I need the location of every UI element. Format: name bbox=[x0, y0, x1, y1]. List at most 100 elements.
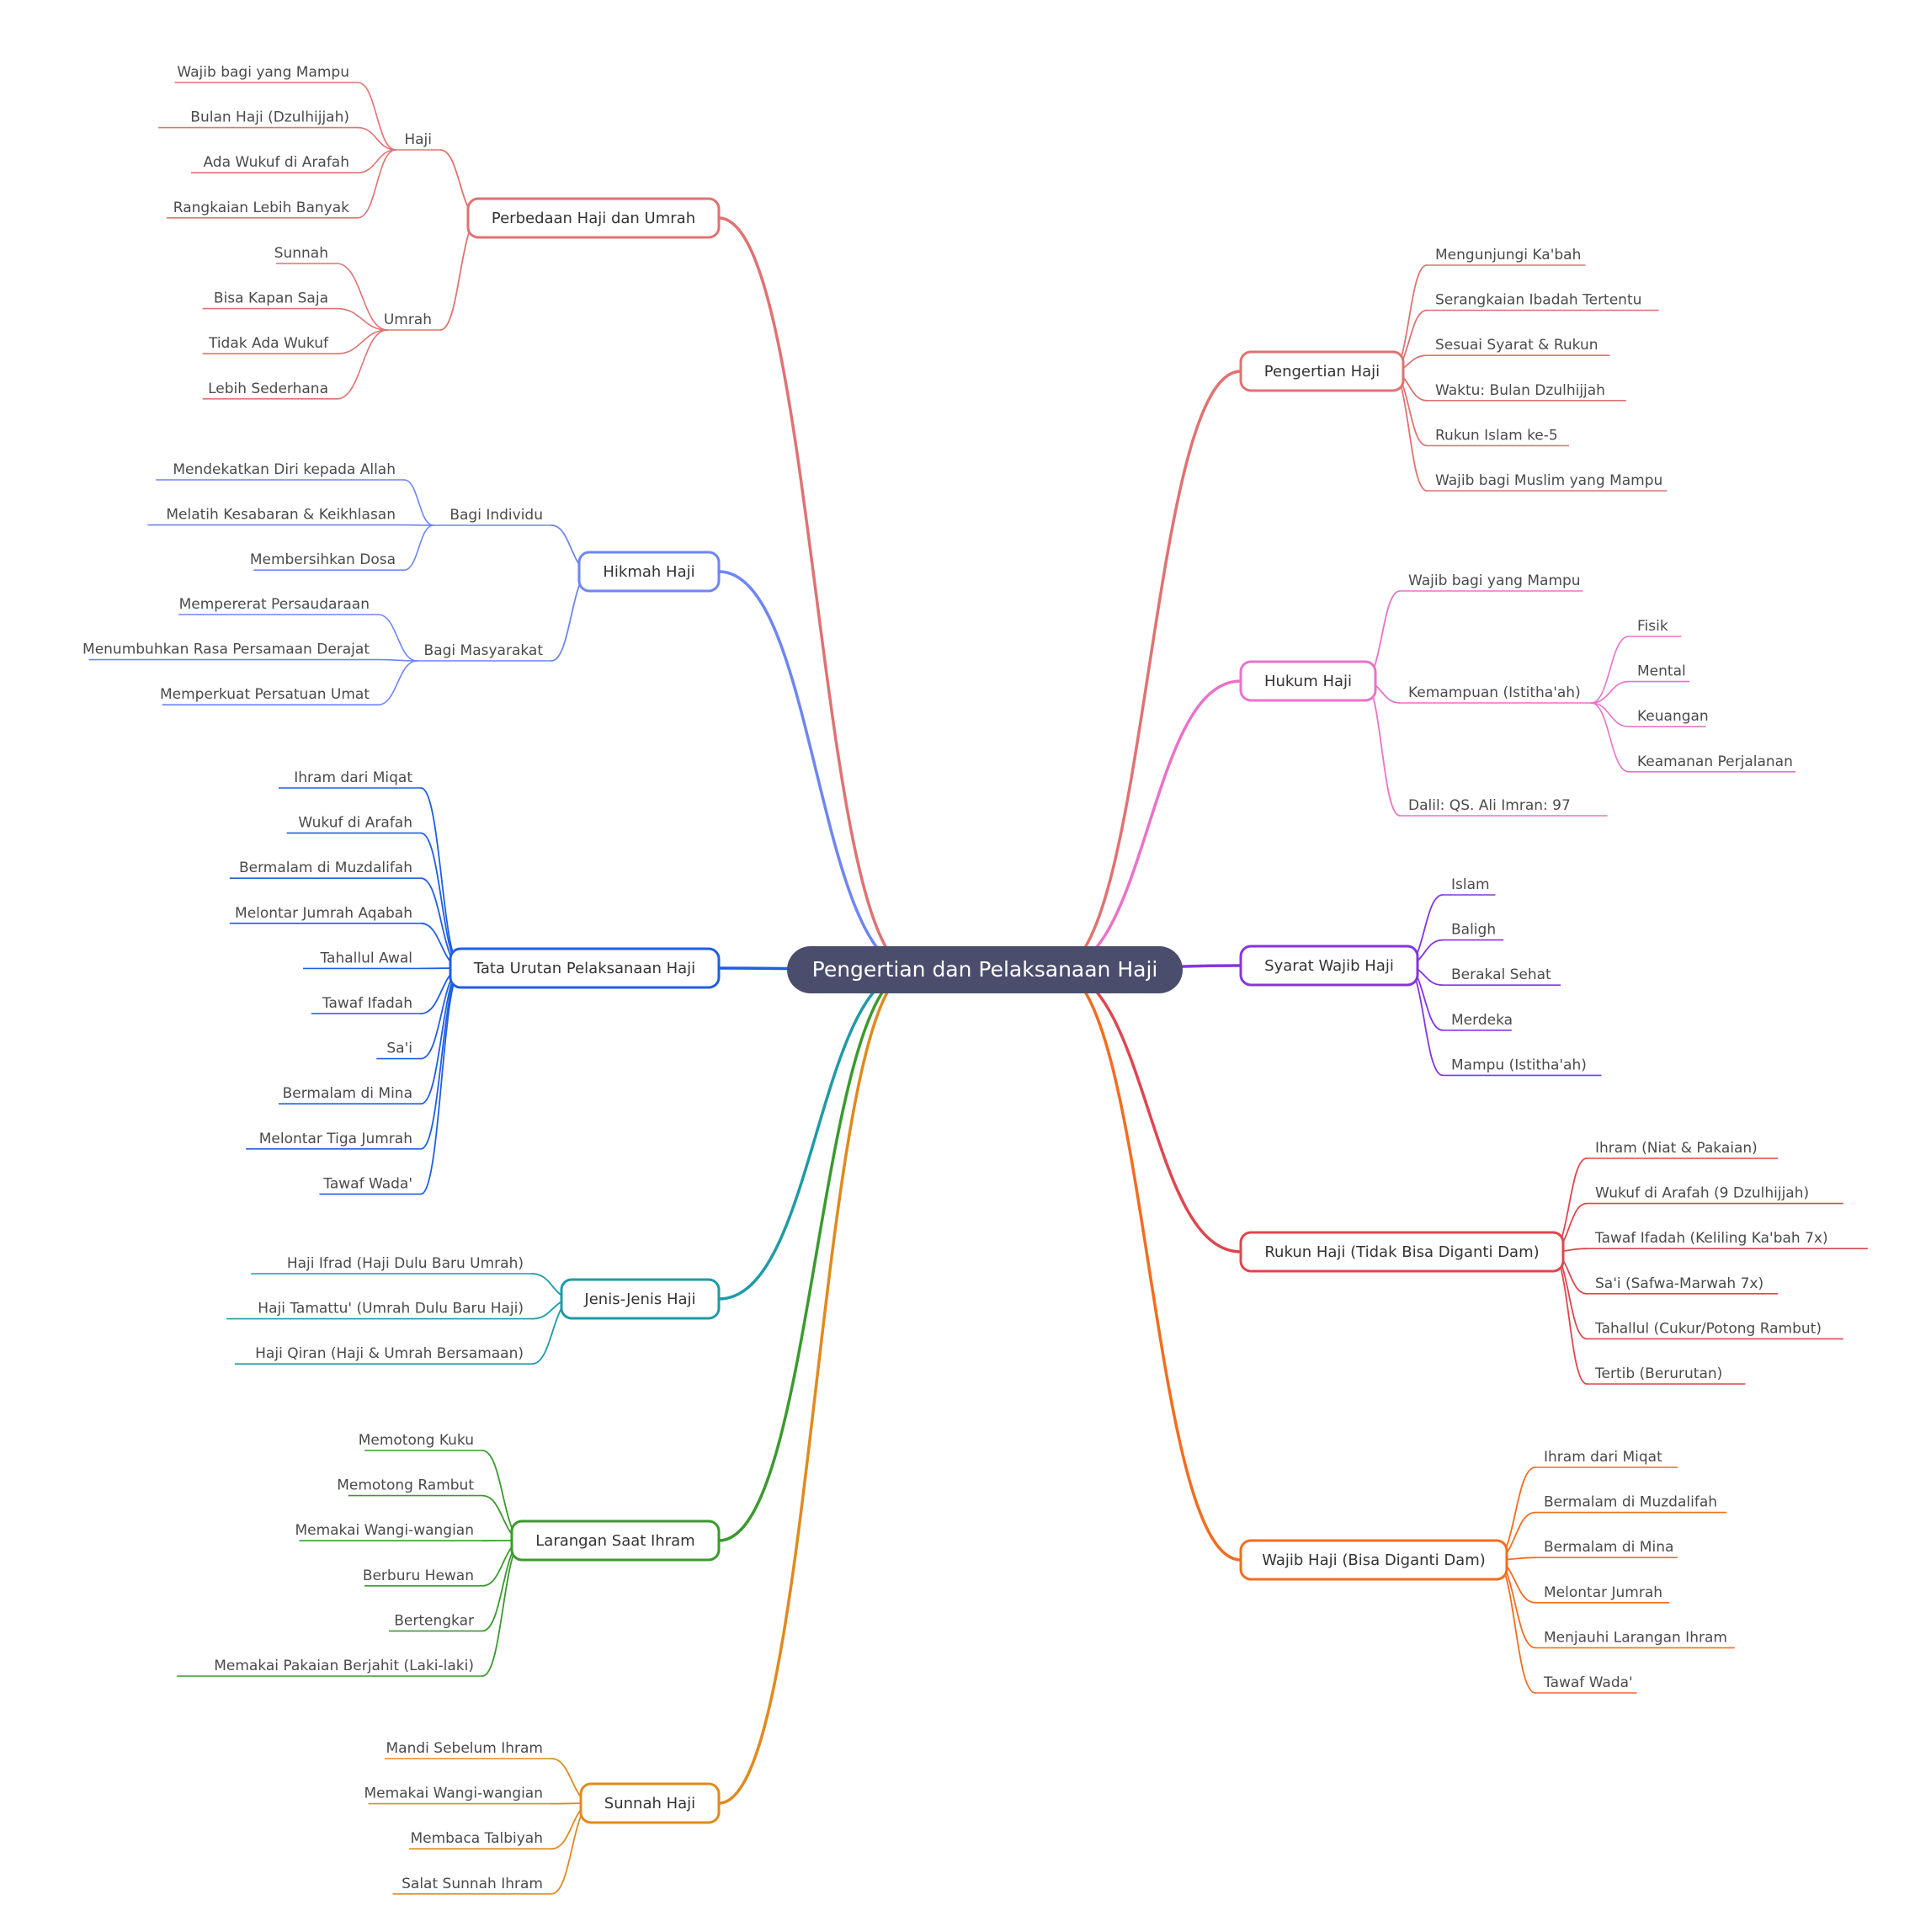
branch-syarat-wajib-haji[interactable]: Syarat Wajib Haji bbox=[1239, 945, 1419, 987]
leaf-tidak-ada-wukuf: Tidak Ada Wukuf bbox=[208, 335, 329, 352]
branch-pengertian-haji[interactable]: Pengertian Haji bbox=[1239, 350, 1405, 392]
sub-branch-bagi-individu: Bagi Individu bbox=[449, 507, 543, 524]
leaf-ada-wukuf-di-arafah: Ada Wukuf di Arafah bbox=[203, 154, 349, 171]
branch-label: Perbedaan Haji dan Umrah bbox=[492, 210, 695, 227]
leaf-memperkuat-persatuan-umat: Memperkuat Persatuan Umat bbox=[160, 686, 370, 703]
leaf-sa-i-safwa-marwah-7x: Sa'i (Safwa-Marwah 7x) bbox=[1595, 1275, 1763, 1292]
leaf-melontar-jumrah: Melontar Jumrah bbox=[1544, 1584, 1662, 1601]
branch-box bbox=[466, 197, 721, 239]
leaf-islam: Islam bbox=[1451, 876, 1490, 893]
branch-sunnah-haji[interactable]: Sunnah Haji bbox=[579, 1782, 721, 1824]
leaf-wajib-bagi-muslim-yang-mampu: Wajib bagi Muslim yang Mampu bbox=[1435, 472, 1662, 489]
branch-box bbox=[579, 1782, 721, 1824]
branch-hikmah-haji[interactable]: Hikmah Haji bbox=[577, 551, 721, 593]
connector-line bbox=[357, 149, 397, 173]
branch-label: Pengertian Haji bbox=[1264, 363, 1380, 381]
root-node[interactable]: Pengertian dan Pelaksanaan Haji bbox=[787, 946, 1183, 993]
connector-line bbox=[403, 479, 434, 526]
connector-line bbox=[717, 216, 915, 971]
leaf-sunnah: Sunnah bbox=[274, 245, 328, 262]
leaf-mempererat-persaudaraan: Mempererat Persaudaraan bbox=[179, 596, 370, 613]
leaf-ihram-dari-miqat: Ihram dari Miqat bbox=[1544, 1449, 1662, 1466]
leaf-haji-qiran-haji-umrah-bersamaan: Haji Qiran (Haji & Umrah Bersamaan) bbox=[255, 1345, 524, 1362]
leaf-mengunjungi-ka-bah: Mengunjungi Ka'bah bbox=[1435, 247, 1581, 263]
leaf-memakai-wangi-wangian: Memakai Wangi-wangian bbox=[295, 1522, 474, 1539]
leaf-wukuf-di-arafah-9-dzulhijjah: Wukuf di Arafah (9 Dzulhijjah) bbox=[1595, 1185, 1809, 1202]
leaf-berakal-sehat: Berakal Sehat bbox=[1451, 966, 1551, 983]
branch-box bbox=[1239, 1539, 1508, 1581]
leaf-bulan-haji-dzulhijjah: Bulan Haji (Dzulhijjah) bbox=[190, 109, 349, 126]
leaf-dalil-qs-ali-imran-97: Dalil: QS. Ali Imran: 97 bbox=[1408, 797, 1571, 814]
leaf-tawaf-ifadah-keliling-ka-bah-7x: Tawaf Ifadah (Keliling Ka'bah 7x) bbox=[1594, 1230, 1828, 1247]
leaf-wajib-bagi-yang-mampu: Wajib bagi yang Mampu bbox=[1408, 572, 1581, 589]
leaf-tahallul-cukur-potong-rambut: Tahallul (Cukur/Potong Rambut) bbox=[1594, 1320, 1822, 1337]
branch-larangan-saat-ihram[interactable]: Larangan Saat Ihram bbox=[510, 1520, 721, 1562]
sub-branch-bagi-masyarakat: Bagi Masyarakat bbox=[424, 642, 544, 659]
branch-wajib-haji-bisa-diganti-dam[interactable]: Wajib Haji (Bisa Diganti Dam) bbox=[1239, 1539, 1508, 1581]
leaf-tertib-berurutan: Tertib (Berurutan) bbox=[1594, 1365, 1722, 1382]
leaf-rangkaian-lebih-banyak: Rangkaian Lebih Banyak bbox=[173, 200, 349, 216]
leaf-berburu-hewan: Berburu Hewan bbox=[363, 1567, 474, 1584]
branch-tata-urutan-pelaksanaan-haji[interactable]: Tata Urutan Pelaksanaan Haji bbox=[449, 947, 721, 989]
connector-line bbox=[420, 967, 463, 1195]
branch-box bbox=[1239, 945, 1419, 987]
connector-line bbox=[1590, 702, 1630, 727]
leaf-tahallul-awal: Tahallul Awal bbox=[319, 950, 412, 966]
connector-line bbox=[403, 524, 434, 571]
leaf-mental: Mental bbox=[1637, 663, 1686, 680]
branch-box bbox=[510, 1520, 721, 1562]
connector-line bbox=[1055, 679, 1242, 971]
connector-line bbox=[1055, 370, 1242, 971]
connector-line bbox=[1055, 968, 1242, 1253]
branch-label: Rukun Haji (Tidak Bisa Diganti Dam) bbox=[1264, 1243, 1539, 1261]
connector-line bbox=[357, 149, 397, 219]
connector-line bbox=[420, 787, 463, 969]
leaf-memakai-wangi-wangian: Memakai Wangi-wangian bbox=[364, 1786, 543, 1802]
branch-box bbox=[560, 1278, 721, 1320]
connector-line bbox=[1590, 680, 1630, 704]
connector-line bbox=[377, 660, 418, 705]
connector-line bbox=[1363, 680, 1401, 817]
branch-label: Tata Urutan Pelaksanaan Haji bbox=[473, 960, 695, 977]
leaf-fisik: Fisik bbox=[1637, 618, 1668, 635]
leaf-tawaf-wada: Tawaf Wada' bbox=[322, 1175, 412, 1192]
sub-branch-kemampuan-istitha-ah: Kemampuan (Istitha'ah) bbox=[1408, 684, 1581, 701]
branch-label: Hukum Haji bbox=[1264, 673, 1352, 690]
connector-line bbox=[1590, 636, 1630, 704]
leaf-haji-tamattu-umrah-dulu-baru-haji: Haji Tamattu' (Umrah Dulu Baru Haji) bbox=[258, 1301, 524, 1317]
branch-label: Wajib Haji (Bisa Diganti Dam) bbox=[1262, 1551, 1486, 1569]
connector-line bbox=[377, 658, 418, 662]
leaf-memakai-pakaian-berjahit-laki-laki: Memakai Pakaian Berjahit (Laki-laki) bbox=[214, 1658, 474, 1674]
branch-hukum-haji[interactable]: Hukum Haji bbox=[1239, 660, 1377, 702]
root-node-box bbox=[787, 946, 1183, 993]
branch-perbedaan-haji-dan-umrah[interactable]: Perbedaan Haji dan Umrah bbox=[466, 197, 721, 239]
leaf-melatih-kesabaran-keikhlasan: Melatih Kesabaran & Keikhlasan bbox=[166, 507, 396, 524]
leaf-membersihkan-dosa: Membersihkan Dosa bbox=[250, 551, 396, 568]
connector-line bbox=[420, 967, 463, 1150]
connector-line bbox=[481, 1540, 524, 1677]
root-label: Pengertian dan Pelaksanaan Haji bbox=[812, 957, 1158, 982]
leaf-mendekatkan-diri-kepada-allah: Mendekatkan Diri kepada Allah bbox=[173, 461, 396, 478]
leaf-bertengkar: Bertengkar bbox=[394, 1612, 474, 1629]
connector-line bbox=[1055, 968, 1242, 1562]
branch-label: Syarat Wajib Haji bbox=[1264, 957, 1394, 975]
sub-branch-haji: Haji bbox=[404, 131, 432, 148]
branch-rukun-haji-tidak-bisa-diganti-dam[interactable]: Rukun Haji (Tidak Bisa Diganti Dam) bbox=[1239, 1231, 1565, 1273]
branch-box bbox=[1239, 660, 1377, 702]
leaf-ihram-niat-pakaian: Ihram (Niat & Pakaian) bbox=[1595, 1140, 1758, 1157]
leaf-tawaf-wada: Tawaf Wada' bbox=[1543, 1674, 1633, 1691]
branch-box bbox=[577, 551, 721, 593]
branch-jenis-jenis-haji[interactable]: Jenis-Jenis Haji bbox=[560, 1278, 721, 1320]
leaf-bermalam-di-mina: Bermalam di Mina bbox=[283, 1085, 412, 1102]
connector-line bbox=[1590, 702, 1630, 773]
leaf-memotong-kuku: Memotong Kuku bbox=[359, 1432, 474, 1449]
branch-box bbox=[449, 947, 721, 989]
leaf-mandi-sebelum-ihram: Mandi Sebelum Ihram bbox=[386, 1740, 544, 1757]
connector-line bbox=[420, 832, 463, 969]
leaf-salat-sunnah-ihram: Salat Sunnah Ihram bbox=[402, 1876, 543, 1892]
branch-label: Jenis-Jenis Haji bbox=[583, 1291, 695, 1308]
leaf-lebih-sederhana: Lebih Sederhana bbox=[208, 381, 328, 397]
leaf-sesuai-syarat-rukun: Sesuai Syarat & Rukun bbox=[1435, 337, 1598, 354]
